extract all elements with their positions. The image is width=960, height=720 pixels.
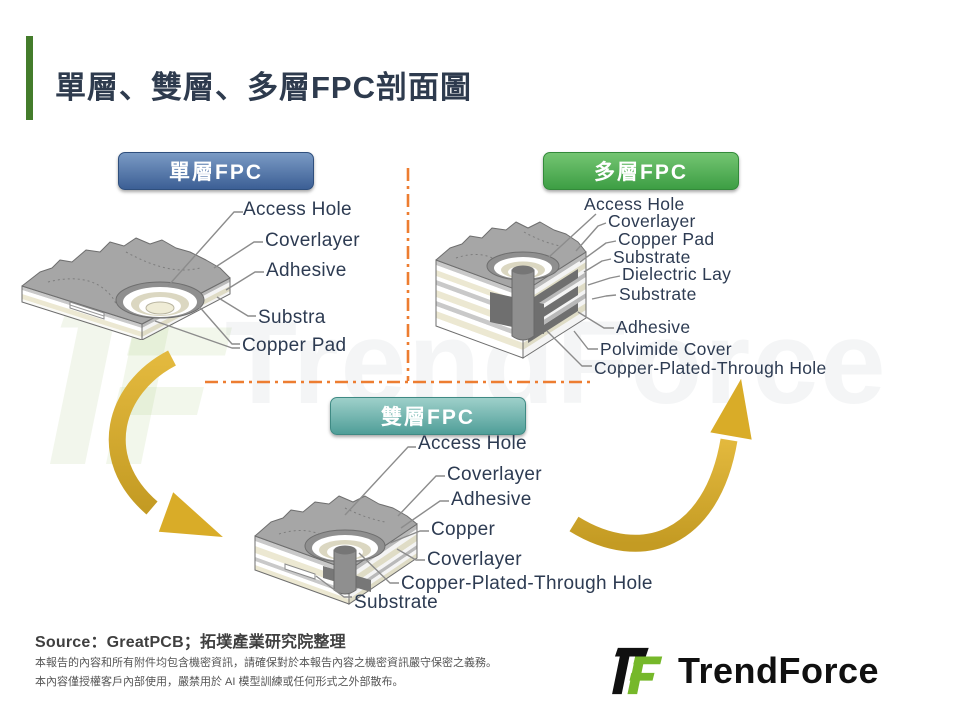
confidentiality-note-line1: 本報告的內容和所有附件均包含機密資訊，請確保對於本報告內容之機密資訊嚴守保密之義… <box>35 657 497 669</box>
label-multi-coverlayer: Coverlayer <box>608 211 696 231</box>
confidentiality-note: 本報告的內容和所有附件均包含機密資訊，請確保對於本報告內容之機密資訊嚴守保密之義… <box>35 654 497 693</box>
label-double-substrate: Substrate <box>354 592 439 613</box>
trendforce-logo: TrendForce <box>612 644 879 698</box>
label-multi-plated-through-hole: Copper-Plated-Through Hole <box>594 358 827 378</box>
double-fpc-substrate-notch <box>284 563 316 580</box>
multi-fpc-illustration <box>435 221 587 359</box>
label-double-copper: Copper <box>431 519 496 540</box>
label-single-substrate: Substra <box>258 307 326 328</box>
page-title: 單層、雙層、多層FPC剖面圖 <box>55 70 472 105</box>
label-multi-access-hole: Access Hole <box>584 194 685 214</box>
label-multi-substrate-1: Substrate <box>613 247 691 267</box>
curved-arrow-right-icon <box>569 378 752 552</box>
label-multi-substrate-2: Substrate <box>619 284 697 304</box>
label-single-coverlayer: Coverlayer <box>265 230 360 251</box>
label-multi-dielectric-layer: Dielectric Lay <box>622 264 732 284</box>
label-double-coverlayer-top: Coverlayer <box>447 464 542 485</box>
double-fpc-through-hole <box>333 545 357 595</box>
label-double-adhesive: Adhesive <box>451 489 532 510</box>
label-double-coverlayer-bottom: Coverlayer <box>427 549 522 570</box>
label-single-access-hole: Access Hole <box>243 199 352 220</box>
label-single-adhesive: Adhesive <box>266 260 347 281</box>
badge-double-fpc: 雙層FPC <box>330 397 526 435</box>
label-single-copper-pad: Copper Pad <box>242 335 347 356</box>
title-accent-bar <box>26 36 33 120</box>
label-multi-polyimide-cover: Polvimide Cover <box>600 339 732 359</box>
label-double-plated-through-hole: Copper-Plated-Through Hole <box>401 573 653 594</box>
multi-fpc-through-hole <box>511 265 535 341</box>
badge-multi-fpc: 多層FPC <box>543 152 739 190</box>
badge-single-fpc: 單層FPC <box>118 152 314 190</box>
confidentiality-note-line2: 本內容僅授權客戶內部使用，嚴禁用於 AI 模型訓練或任何形式之外部散布。 <box>35 676 404 689</box>
trendforce-logo-mark-icon <box>612 647 663 695</box>
label-multi-copper-pad: Copper Pad <box>618 229 715 249</box>
label-multi-adhesive: Adhesive <box>616 317 691 337</box>
source-line: Source：GreatPCB；拓墣產業研究院整理 <box>35 634 346 651</box>
curved-arrow-left-icon <box>108 350 223 537</box>
trendforce-logo-text: TrendForce <box>678 650 880 691</box>
label-double-access-hole: Access Hole <box>418 433 527 454</box>
single-fpc-illustration <box>21 237 231 340</box>
single-fpc-access-hole <box>115 281 205 319</box>
